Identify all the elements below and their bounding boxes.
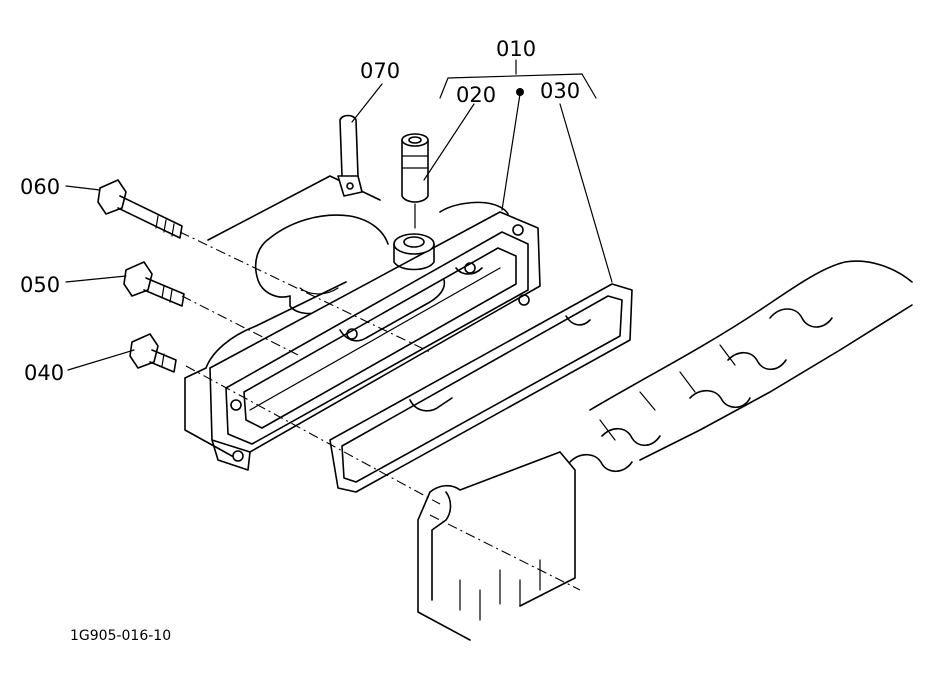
part-070-tab	[337, 114, 363, 197]
bolt-040	[129, 333, 177, 373]
alignment-lines	[179, 231, 441, 505]
callout-070: 070	[360, 59, 400, 83]
callout-020: 020	[456, 83, 496, 107]
bolt-050	[123, 261, 185, 307]
drawing-code: 1G905-016-10	[70, 628, 171, 644]
bolt-060	[97, 179, 183, 239]
callout-010: 010	[496, 37, 536, 61]
callout-040: 040	[24, 361, 64, 385]
top-boss	[393, 233, 435, 271]
part-010-dot	[516, 88, 524, 96]
part-020-sleeve	[401, 133, 429, 229]
engine-block	[417, 260, 913, 641]
callout-030: 030	[540, 79, 580, 103]
leader-lines	[65, 59, 613, 371]
callout-060: 060	[20, 175, 60, 199]
callout-050: 050	[20, 273, 60, 297]
gasket-030	[329, 283, 633, 493]
cover-flange	[209, 211, 541, 471]
